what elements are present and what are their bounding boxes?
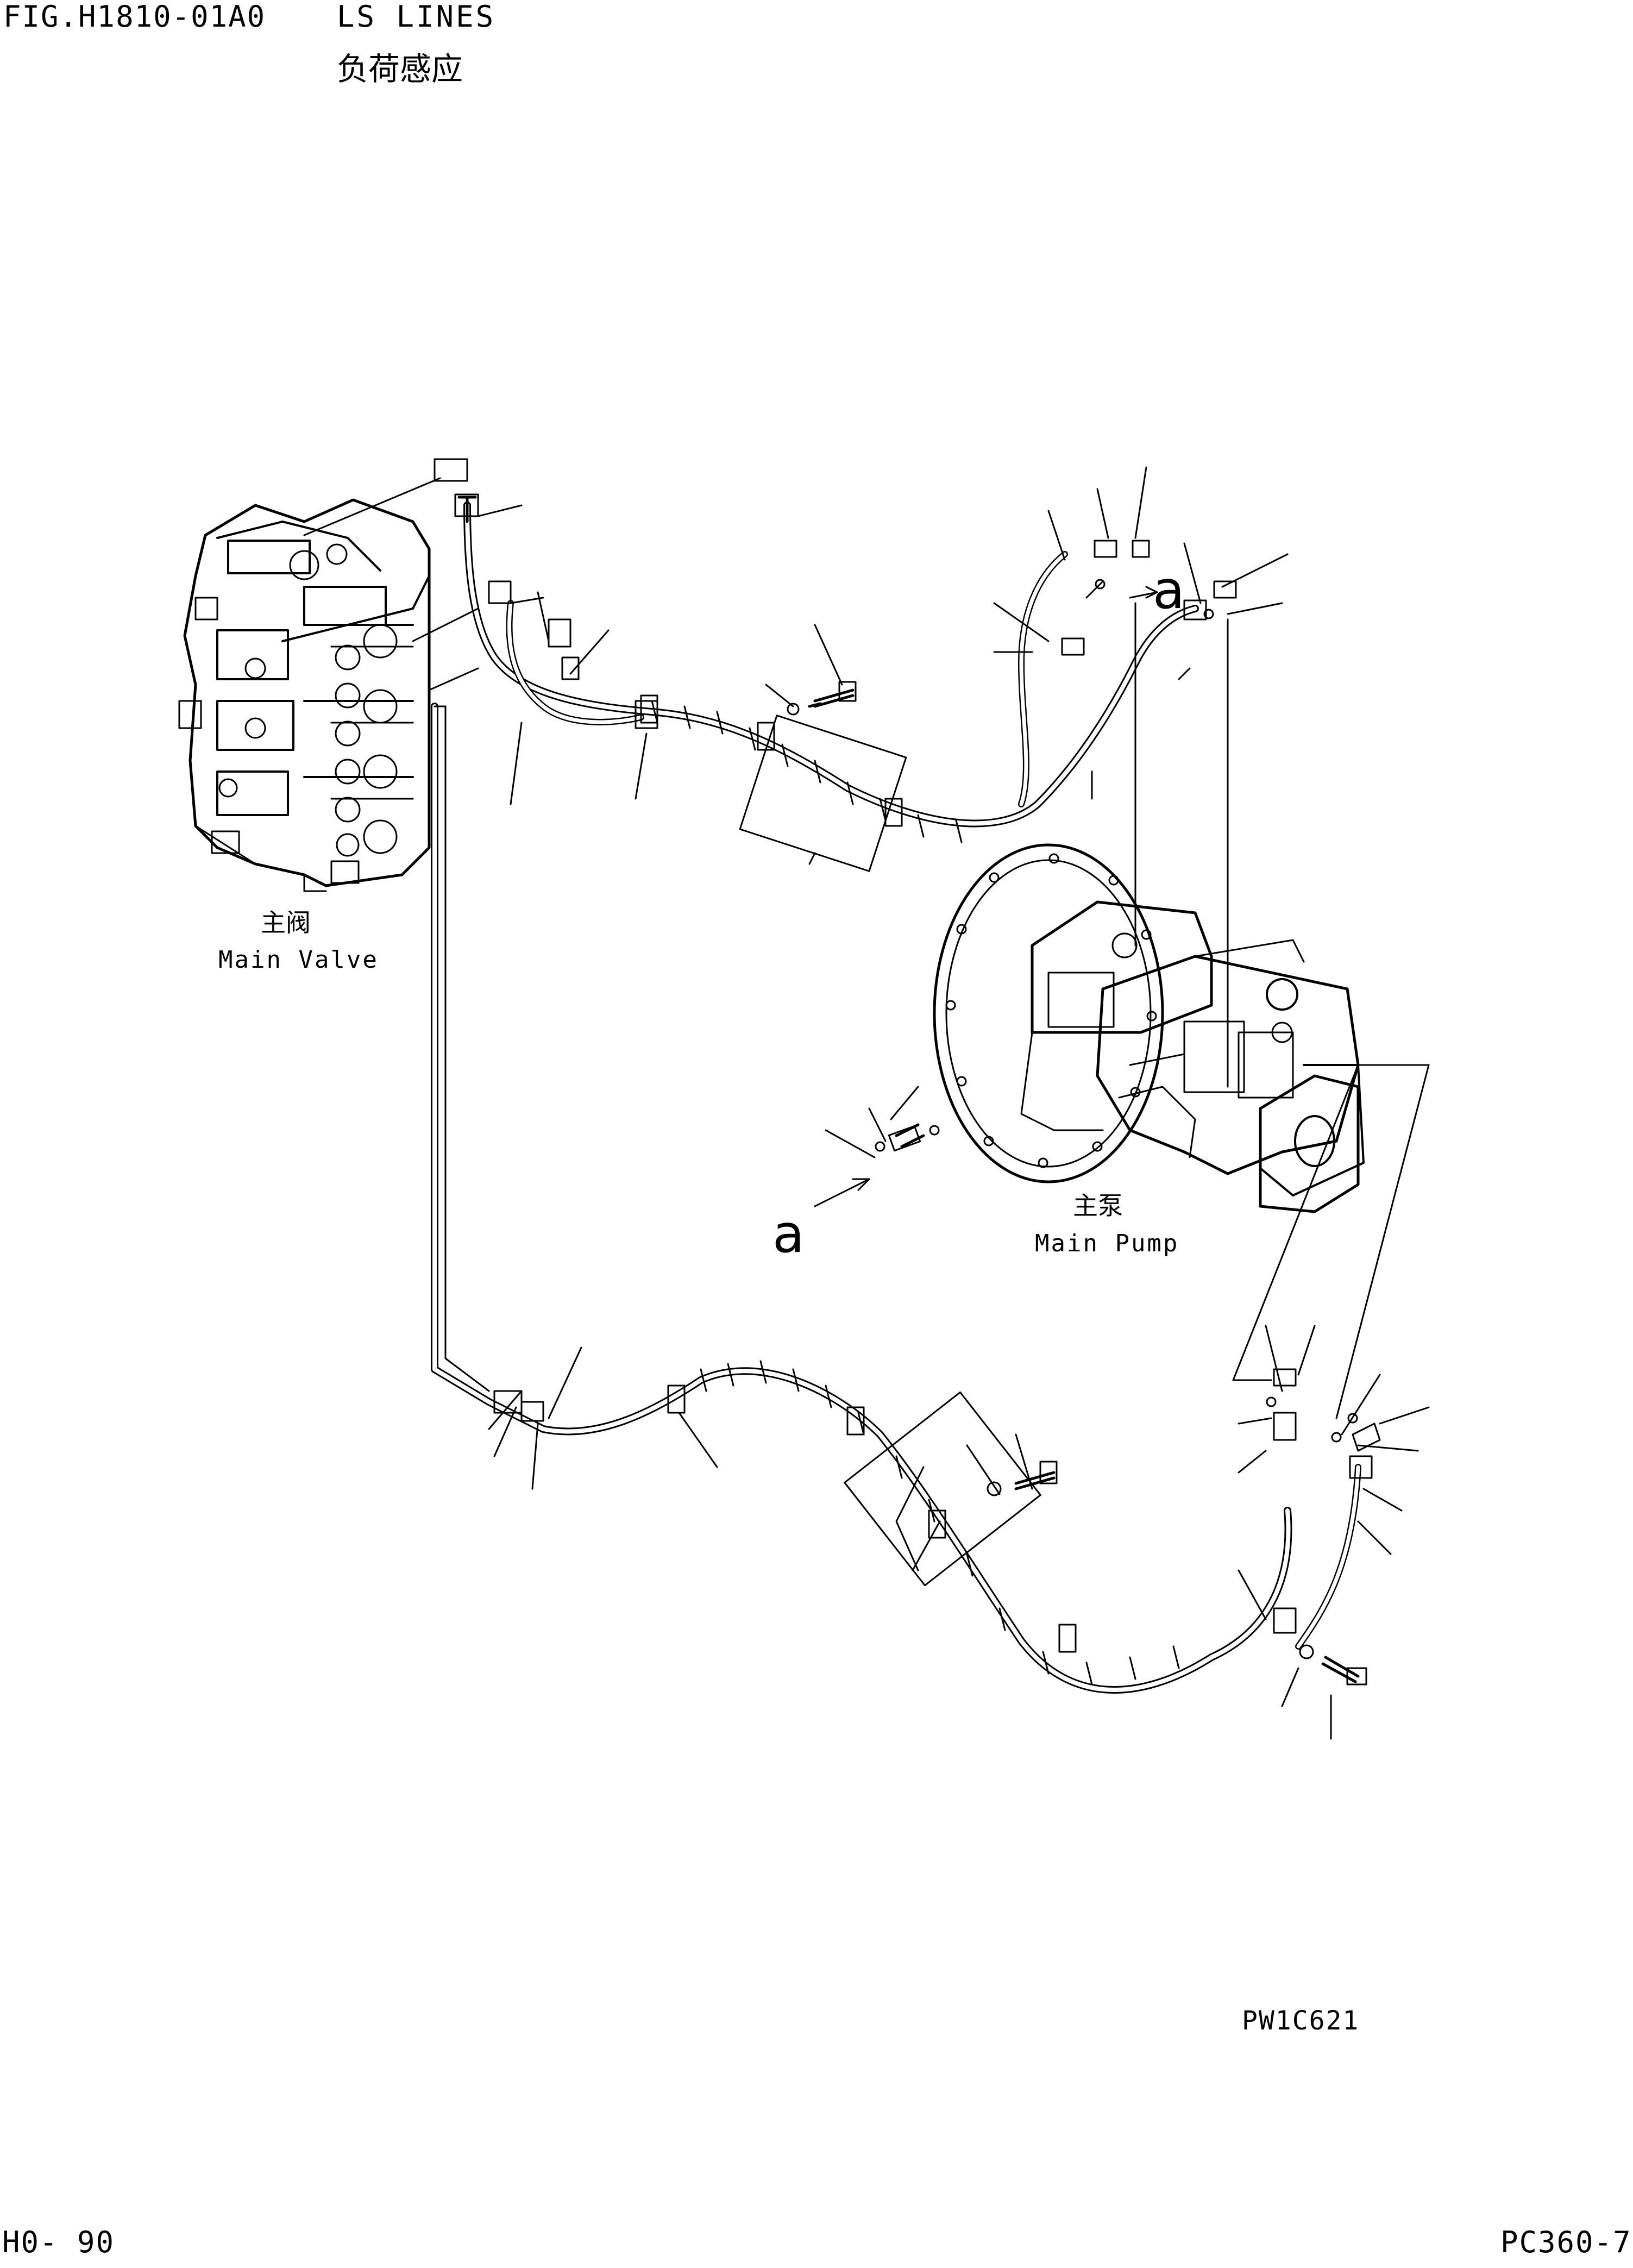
- main-valve-label-en: Main Valve: [218, 946, 379, 974]
- leader-lines: [303, 466, 1430, 1740]
- view-a-fittings: [814, 586, 1158, 1207]
- figure-number: FIG.H1810-01A0: [3, 0, 266, 34]
- main-valve-label-zh: 主阀: [261, 908, 311, 937]
- page-number: H0- 90: [2, 2225, 115, 2259]
- view-marker-a-upper: a: [1153, 560, 1185, 621]
- main-valve-illustration: [178, 498, 431, 892]
- main-pump-label-en: Main Pump: [1035, 1230, 1179, 1257]
- main-pump-illustration: [933, 843, 1365, 1213]
- machine-model: PC360-7: [1500, 2225, 1632, 2259]
- main-pump-label-zh: 主泵: [1073, 1191, 1123, 1220]
- lower-ls-hose: [431, 703, 1381, 1694]
- figure-title-en: LS LINES: [337, 0, 496, 34]
- view-marker-a-lower: a: [772, 1204, 805, 1264]
- figure-title-zh: 负荷感应: [337, 51, 463, 87]
- drawing-code: PW1C621: [1242, 2006, 1360, 2036]
- upper-ls-hose: [434, 458, 1237, 872]
